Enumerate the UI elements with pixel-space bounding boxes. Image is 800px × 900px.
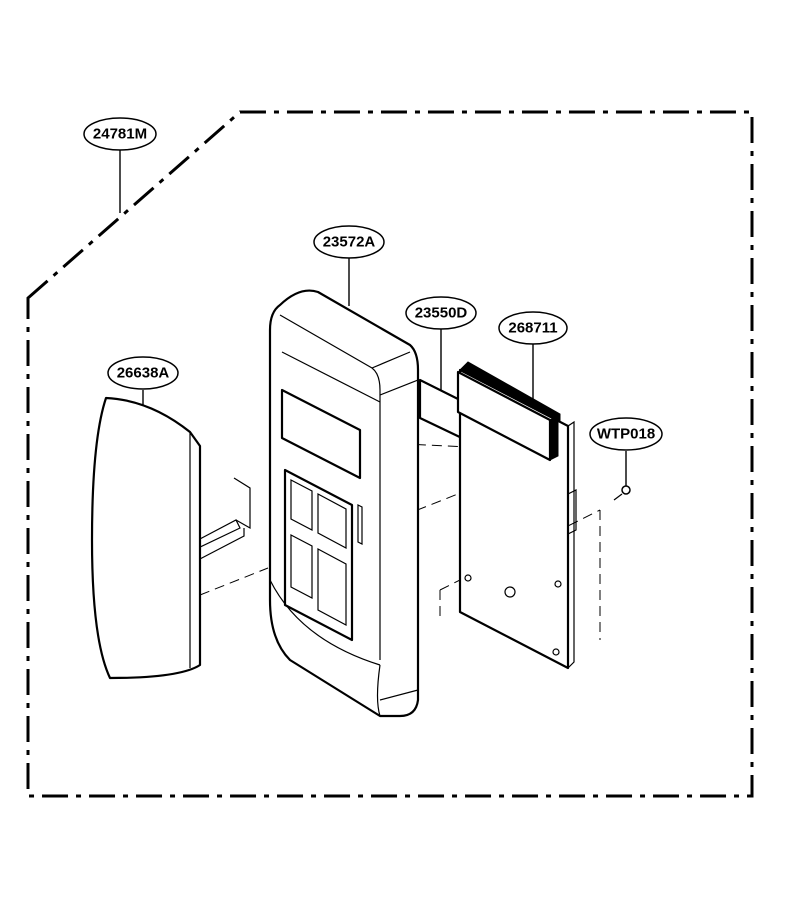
leader-lines [119, 150, 627, 488]
callout-23572A: 23572A [313, 225, 385, 259]
front-cover-26638A [90, 396, 251, 680]
housing-23572A [268, 289, 420, 718]
callout-24781M: 24781M [83, 117, 157, 151]
label-24781M: 24781M [93, 126, 147, 143]
callout-23550D: 23550D [405, 296, 477, 330]
label-23550D: 23550D [415, 305, 468, 322]
callout-268711: 268711 [498, 311, 568, 345]
label-268711: 268711 [508, 320, 557, 337]
callout-26638A: 26638A [107, 356, 179, 390]
pcb-268711 [456, 361, 577, 670]
label-23572A: 23572A [323, 234, 376, 251]
assembly-boundary [26, 110, 754, 798]
callout-WTP018: WTP018 [589, 417, 663, 451]
label-WTP018: WTP018 [597, 426, 655, 443]
screw-WTP018 [613, 485, 631, 501]
label-26638A: 26638A [117, 365, 170, 382]
